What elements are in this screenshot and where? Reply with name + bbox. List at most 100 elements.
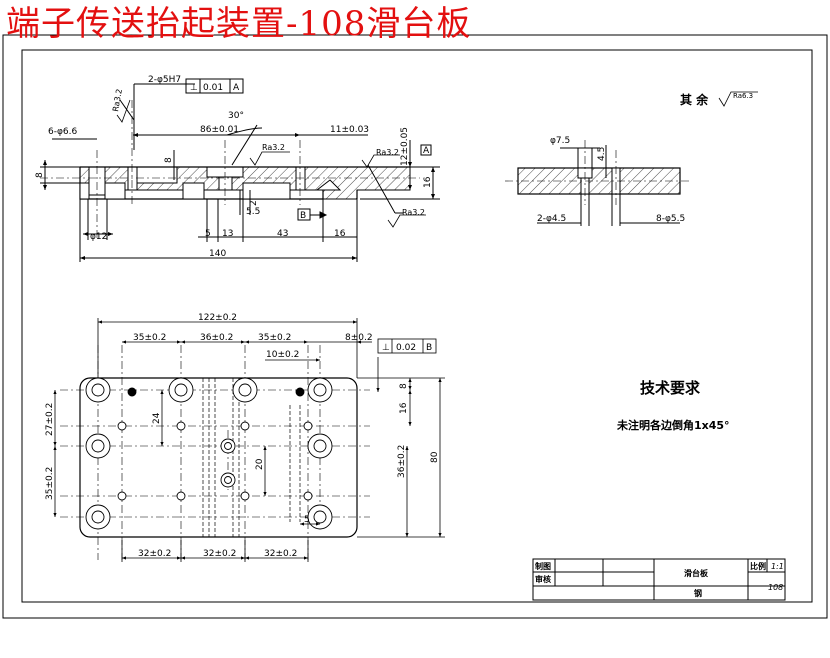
screw-hole bbox=[176, 421, 186, 431]
dim-2xphi5h7: 2-φ5H7 bbox=[148, 75, 181, 85]
dowel-hole bbox=[127, 387, 137, 397]
tb-drawing-no: 108 bbox=[768, 583, 783, 592]
dim-10: 10±0.2 bbox=[266, 350, 299, 360]
screw-hole bbox=[117, 491, 127, 501]
roughness-general: 其 余 Ra6.3 bbox=[680, 91, 758, 107]
front-fcf bbox=[185, 78, 244, 94]
dim-8-center: 8 bbox=[164, 157, 174, 163]
sheet-border bbox=[2, 34, 828, 619]
dim-8xphi5-5: 8-φ5.5 bbox=[656, 214, 685, 224]
dim-4-5: 4.5 bbox=[597, 147, 607, 161]
dim-122: 122±0.2 bbox=[198, 313, 237, 323]
dim-140: 140 bbox=[209, 249, 226, 259]
tb-review: 审核 bbox=[535, 574, 551, 584]
fcf-value: 0.01 bbox=[203, 83, 223, 93]
tech-req-title: 技术要求 bbox=[640, 379, 701, 397]
dim-27: 27±0.2 bbox=[45, 403, 55, 436]
side-view bbox=[505, 140, 692, 226]
dim-5-top: 5 bbox=[304, 515, 310, 525]
roughness-symbols: Ra3.2 Ra3.2 Ra3.2 Ra3.2 bbox=[111, 88, 426, 228]
dim-angle-30: 30° bbox=[228, 111, 244, 121]
top-plate-outline bbox=[79, 377, 358, 538]
title-block-text: 制图 审核 滑台板 比例 1:1 108 钢 bbox=[535, 561, 784, 598]
dim-32a: 32±0.2 bbox=[138, 549, 171, 559]
through-hole bbox=[313, 383, 327, 397]
screw-hole bbox=[176, 491, 186, 501]
through-hole bbox=[91, 383, 105, 397]
dim-36: 36±0.2 bbox=[200, 333, 233, 343]
roughness-prefix: 其 余 bbox=[680, 92, 709, 107]
fcf-datum-a: A bbox=[233, 83, 240, 93]
dim-80: 80 bbox=[430, 451, 440, 463]
through-hole bbox=[238, 383, 252, 397]
fcf-perp-symbol: ⊥ bbox=[190, 83, 198, 93]
tech-req-note: 未注明各边倒角1x45° bbox=[616, 418, 730, 432]
top-view-labels: 122±0.2 35±0.2 36±0.2 35±0.2 8±0.2 10±0.… bbox=[45, 313, 440, 559]
screw-hole bbox=[117, 421, 127, 431]
dim-20: 20 bbox=[255, 458, 265, 470]
screw-hole bbox=[240, 491, 250, 501]
roughness-1: Ra3.2 bbox=[111, 88, 124, 112]
screw-hole bbox=[240, 421, 250, 431]
dim-35-left: 35±0.2 bbox=[45, 467, 55, 500]
dim-36-right: 36±0.2 bbox=[397, 445, 407, 478]
dim-32b: 32±0.2 bbox=[203, 549, 236, 559]
dowel-hole bbox=[295, 387, 305, 397]
header-title: 端子传送抬起装置-108滑台板 bbox=[6, 4, 472, 44]
dim-8-right: 8 bbox=[399, 383, 409, 389]
through-hole bbox=[174, 383, 188, 397]
screw-hole bbox=[303, 491, 313, 501]
through-hole bbox=[313, 439, 327, 453]
roughness-2: Ra3.2 bbox=[262, 143, 285, 152]
dim-8-top: 8±0.2 bbox=[345, 333, 373, 343]
datum-b-label: B bbox=[300, 211, 306, 221]
dim-86: 86±0.01 bbox=[200, 125, 239, 135]
dim-5-5: 5.5 bbox=[246, 207, 260, 217]
front-view bbox=[40, 78, 440, 262]
top-fcf-datum: B bbox=[426, 343, 432, 353]
tb-material: 钢 bbox=[694, 588, 702, 598]
dim-13: 13 bbox=[222, 229, 233, 239]
front-slot bbox=[136, 166, 178, 184]
tb-scale-value: 1:1 bbox=[771, 562, 784, 571]
through-hole bbox=[91, 439, 105, 453]
top-holes bbox=[85, 377, 333, 530]
drawing-frame bbox=[21, 49, 813, 603]
tb-drawn: 制图 bbox=[535, 561, 551, 571]
roughness-3: Ra3.2 bbox=[376, 148, 399, 157]
top-fcf-symbol: ⊥ bbox=[382, 343, 390, 353]
top-view-dims bbox=[53, 318, 445, 562]
dim-6xphi66: 6-φ6.6 bbox=[48, 127, 77, 137]
through-hole bbox=[91, 510, 105, 524]
dim-5: 5 bbox=[205, 229, 211, 239]
dim-8-left: 8 bbox=[35, 172, 45, 178]
front-pin-hole-2 bbox=[295, 166, 306, 191]
title-block bbox=[532, 558, 786, 601]
tb-part-name: 滑台板 bbox=[684, 568, 709, 578]
dim-2: 2 bbox=[249, 200, 259, 206]
roughness-general-value: Ra6.3 bbox=[733, 92, 753, 100]
dim-24: 24 bbox=[152, 412, 162, 424]
pin-hole-inner bbox=[224, 476, 232, 484]
dim-32c: 32±0.2 bbox=[264, 549, 297, 559]
front-v-groove bbox=[315, 179, 342, 191]
dim-12: 12±0.05 bbox=[400, 127, 410, 166]
dim-43: 43 bbox=[277, 229, 288, 239]
dim-16-right: 16 bbox=[399, 402, 409, 414]
front-view-labels: 6-φ6.6 2-φ5H7 ⊥ 0.01 A 30° 86±0.01 11±0.… bbox=[35, 75, 433, 259]
dim-35b: 35±0.2 bbox=[258, 333, 291, 343]
roughness-4: Ra3.2 bbox=[402, 208, 425, 217]
top-fcf-value: 0.02 bbox=[396, 343, 416, 353]
through-hole bbox=[313, 510, 327, 524]
front-pin-hole bbox=[127, 166, 138, 191]
tb-scale-label: 比例 bbox=[750, 561, 766, 571]
dim-phi12: φ12 bbox=[90, 232, 107, 242]
side-view-labels: φ7.5 4.5 2-φ4.5 8-φ5.5 bbox=[537, 136, 685, 224]
dim-16b: 16 bbox=[334, 229, 346, 239]
dim-35a: 35±0.2 bbox=[133, 333, 166, 343]
dim-16: 16 bbox=[423, 176, 433, 188]
dim-2xphi4-5: 2-φ4.5 bbox=[537, 214, 566, 224]
screw-hole bbox=[303, 421, 313, 431]
